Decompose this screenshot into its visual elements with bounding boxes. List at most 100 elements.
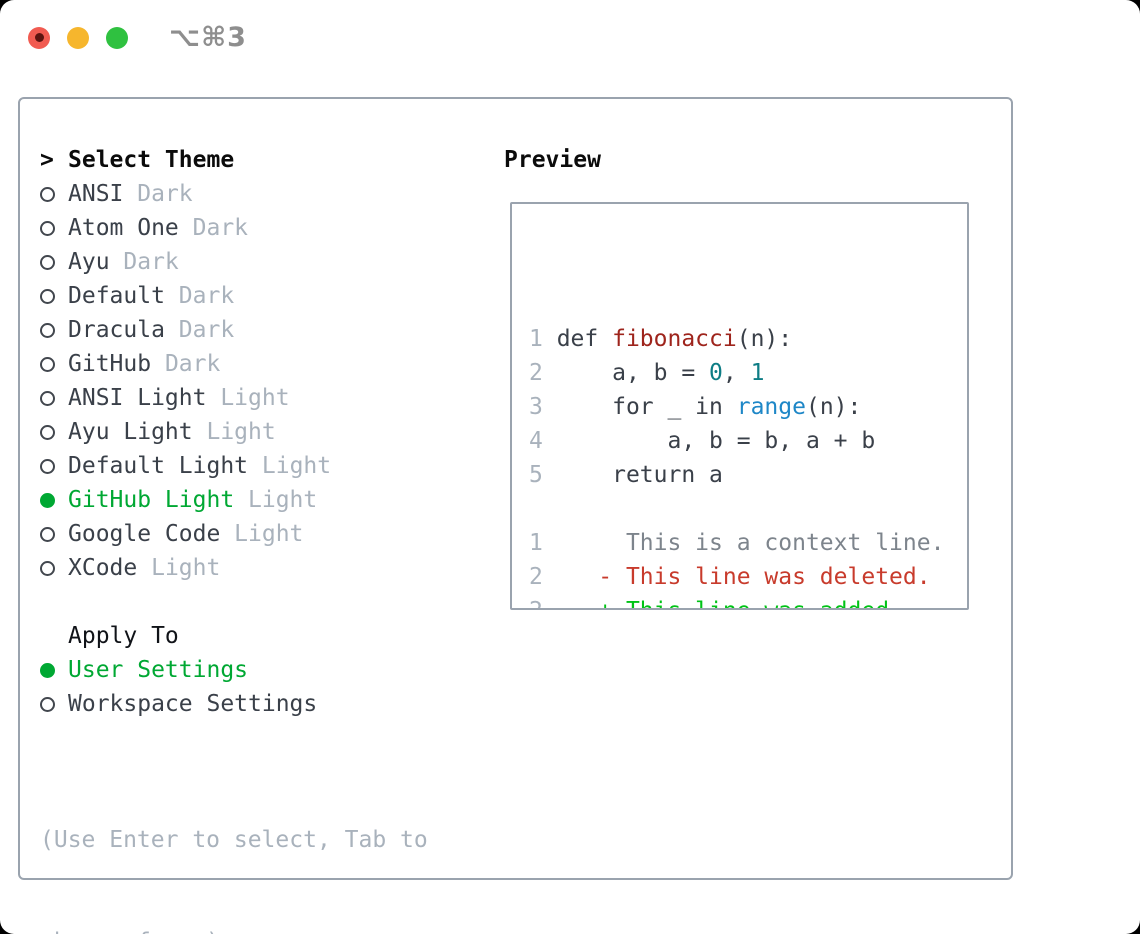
radio-unselected-icon [40,561,55,576]
preview-box: 1 def fibonacci(n): 2 a, b = 0, 1 3 for _ … [510,202,969,610]
theme-name: GitHub Light [68,487,249,513]
theme-option-dracula[interactable]: Dracula Dark [40,313,428,347]
theme-option-ayu[interactable]: Ayu Dark [40,245,428,279]
theme-name: Ayu [68,249,124,275]
radio-selected-icon [40,663,55,678]
radio-unselected-icon [40,187,55,202]
theme-variant: Light [261,453,332,479]
theme-name: Default [68,283,179,309]
apply-option-label: Workspace Settings [68,691,318,717]
theme-variant: Light [151,555,221,581]
gutter [40,415,68,449]
theme-name: ANSI [68,181,138,207]
gutter [40,687,68,721]
theme-option-google-code[interactable]: Google Code Light [40,517,428,551]
preview-code: 1 def fibonacci(n): 2 a, b = 0, 1 3 for _ … [529,322,967,608]
theme-option-atom-one[interactable]: Atom One Dark [40,211,428,245]
theme-name: Atom One [68,215,193,241]
code-line: 4 a, b = b, a + b [529,428,876,454]
select-theme-header: > Select Theme [40,143,428,177]
titlebar: ⌥⌘3 [0,0,1140,75]
select-theme-label: Select Theme [68,147,235,173]
gutter [40,551,68,585]
spacer [40,721,428,755]
radio-unselected-icon [40,323,55,338]
apply-option-label: User Settings [68,657,249,683]
theme-name: XCode [68,555,152,581]
radio-unselected-icon [40,255,55,270]
theme-option-ansi-light[interactable]: ANSI Light Light [40,381,428,415]
gutter [40,381,68,415]
theme-variant: Light [248,487,318,513]
theme-name: Dracula [68,317,179,343]
theme-name: Google Code [68,521,235,547]
gutter [40,177,68,211]
radio-unselected-icon [40,459,55,474]
gutter-spacer [40,619,68,653]
traffic-lights [28,26,145,49]
theme-variant: Dark [178,317,235,343]
close-button[interactable] [28,26,50,49]
gutter [40,653,68,687]
hint-line-2: change focus) [40,925,428,934]
apply-to-header: Apply To [40,619,428,653]
gutter [40,449,68,483]
theme-variant: Light [220,385,290,411]
gutter [40,483,68,517]
code-line: 5 return a [529,462,723,488]
radio-unselected-icon [40,391,55,406]
theme-option-ayu-light[interactable]: Ayu Light Light [40,415,428,449]
theme-variant: Dark [137,181,193,207]
theme-variant: Dark [192,215,249,241]
gutter [40,245,68,279]
theme-name: ANSI Light [68,385,221,411]
theme-variant: Dark [164,351,221,377]
radio-unselected-icon [40,221,55,236]
theme-variant: Light [234,521,304,547]
preview-label: Preview [504,147,601,173]
radio-unselected-icon [40,697,55,712]
theme-option-xcode[interactable]: XCode Light [40,551,428,585]
radio-unselected-icon [40,527,55,542]
gutter [40,313,68,347]
theme-variant: Dark [123,249,179,275]
code-line: 2 a, b = 0, 1 [529,360,765,386]
theme-option-github-light[interactable]: GitHub Light Light [40,483,428,517]
apply-option-user-settings[interactable]: User Settings [40,653,428,687]
radio-unselected-icon [40,289,55,304]
hint-text: (Use Enter to select, Tab to change focu… [40,755,428,934]
gutter [40,517,68,551]
hint-line-1: (Use Enter to select, Tab to [40,827,428,853]
theme-option-default[interactable]: Default Dark [40,279,428,313]
prompt-arrow-icon: > [40,147,54,173]
code-line: 1 This is a context line. [529,530,945,556]
radio-selected-icon [40,493,55,508]
code-line: 2 - This line was deleted. [529,564,931,590]
spacer [40,585,428,619]
window-title: ⌥⌘3 [169,22,247,53]
code-line: 3 for _ in range(n): [529,394,862,420]
close-dot-icon [34,33,44,42]
code-line: 2 + This line was added. [529,594,967,608]
radio-unselected-icon [40,425,55,440]
apply-option-workspace-settings[interactable]: Workspace Settings [40,687,428,721]
theme-name: GitHub [68,351,165,377]
theme-variant: Dark [178,283,235,309]
apply-to-label: Apply To [68,623,179,649]
code-line: 1 def fibonacci(n): [529,326,793,352]
theme-option-ansi[interactable]: ANSI Dark [40,177,428,211]
minimize-button[interactable] [67,26,89,49]
theme-option-github[interactable]: GitHub Dark [40,347,428,381]
code-line [529,492,967,526]
gutter [40,211,68,245]
gutter [40,279,68,313]
gutter [40,347,68,381]
theme-name: Default Light [68,453,262,479]
theme-option-default-light[interactable]: Default Light Light [40,449,428,483]
zoom-button[interactable] [106,26,128,49]
